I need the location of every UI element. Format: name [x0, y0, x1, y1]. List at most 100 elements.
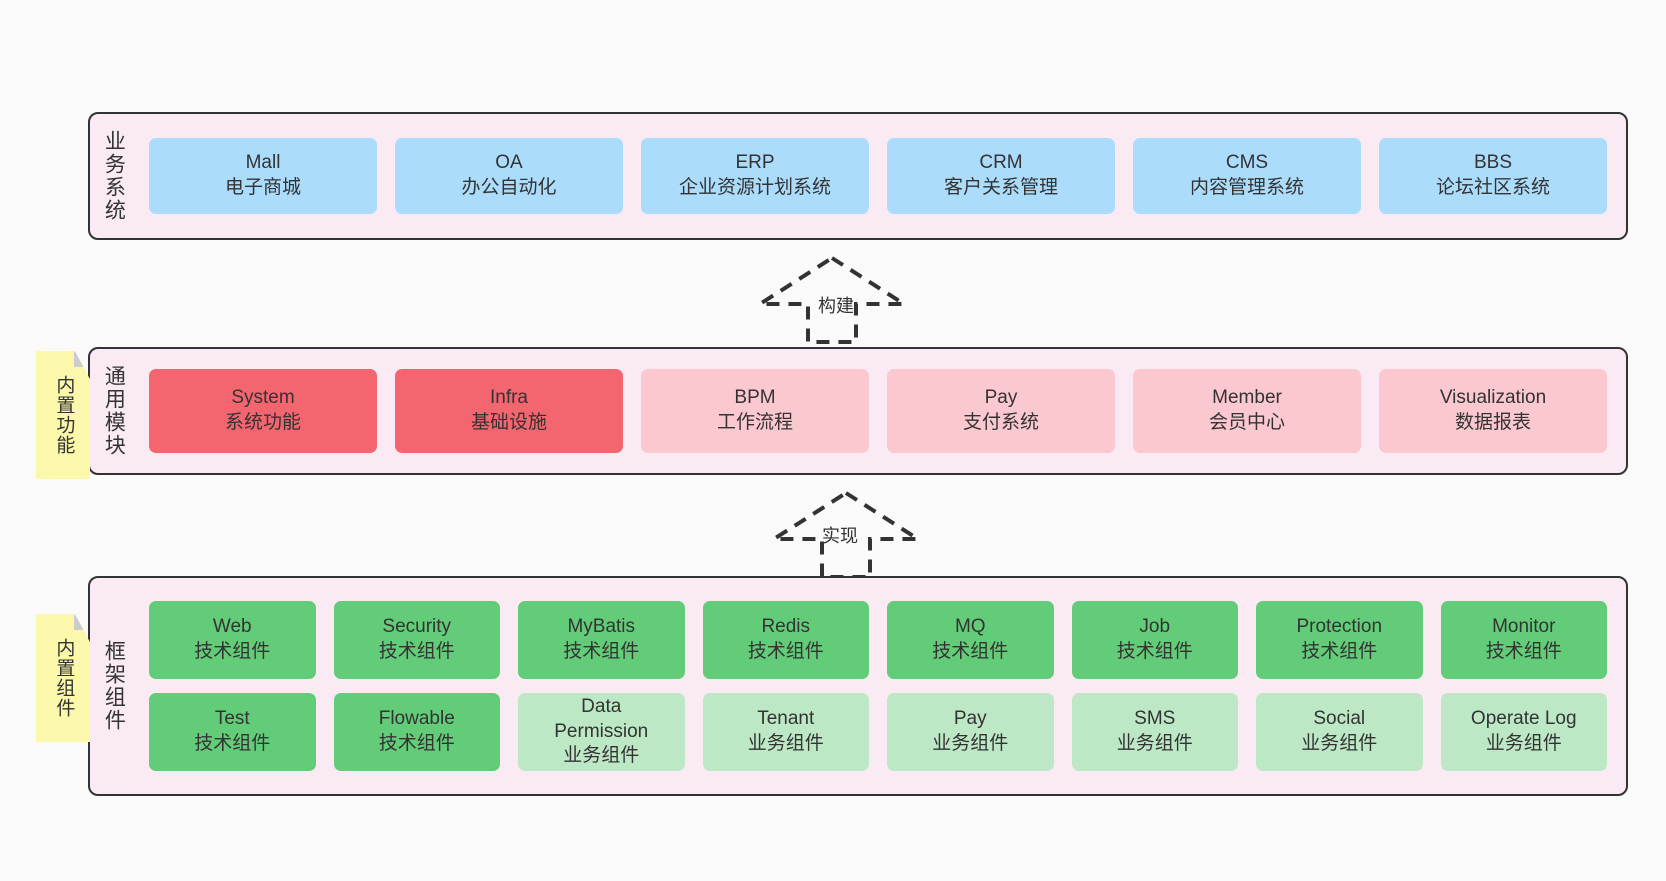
card-mq-en: MQ	[954, 616, 986, 638]
card-crm-cn: 客户关系管理	[943, 177, 1058, 198]
note-builtin-component: 内置组件	[36, 614, 90, 742]
card-web[interactable]: Web 技术组件	[149, 601, 316, 679]
layer-business-title: 业务系统	[102, 130, 126, 222]
arrow-implement-label: 实现	[822, 526, 858, 546]
card-visualization[interactable]: Visualization 数据报表	[1379, 369, 1607, 453]
card-system-cn: 系统功能	[224, 412, 301, 433]
card-infra[interactable]: Infra 基础设施	[395, 369, 623, 453]
card-bbs-cn: 论坛社区系统	[1435, 177, 1550, 198]
card-social-en: Social	[1313, 708, 1366, 730]
arrow-implement	[766, 487, 926, 582]
card-security[interactable]: Security 技术组件	[333, 601, 500, 679]
card-member-en: Member	[1212, 387, 1282, 409]
card-tenant[interactable]: Tenant 业务组件	[702, 693, 869, 771]
card-pay-module-en: Pay	[984, 387, 1018, 409]
card-redis-cn: 技术组件	[747, 641, 824, 662]
card-mybatis[interactable]: MyBatis 技术组件	[518, 601, 685, 679]
card-mq[interactable]: MQ 技术组件	[887, 601, 1054, 679]
card-bbs[interactable]: BBS 论坛社区系统	[1379, 138, 1607, 214]
card-test-en: Test	[214, 708, 250, 730]
card-oa[interactable]: OA 办公自动化	[395, 138, 623, 214]
card-data-permission-en: Data	[581, 695, 622, 717]
card-mall[interactable]: Mall 电子商城	[149, 138, 377, 214]
card-social[interactable]: Social 业务组件	[1256, 693, 1423, 771]
card-crm[interactable]: CRM 客户关系管理	[887, 138, 1115, 214]
card-visualization-en: Visualization	[1439, 387, 1547, 409]
card-job-cn: 技术组件	[1116, 641, 1193, 662]
card-cms-en: CMS	[1225, 152, 1269, 174]
card-data-permission[interactable]: Data Permission 业务组件	[518, 693, 685, 771]
card-operate-log[interactable]: Operate Log 业务组件	[1440, 693, 1607, 771]
card-redis-en: Redis	[761, 616, 811, 638]
card-erp-en: ERP	[735, 152, 775, 174]
card-infra-en: Infra	[489, 387, 529, 409]
note-builtin-function-text: 内置功能	[53, 375, 75, 455]
card-mybatis-en: MyBatis	[567, 616, 636, 638]
card-erp[interactable]: ERP 企业资源计划系统	[641, 138, 869, 214]
card-member-cn: 会员中心	[1208, 412, 1285, 433]
card-web-cn: 技术组件	[194, 641, 271, 662]
card-protection-cn: 技术组件	[1301, 641, 1378, 662]
card-infra-cn: 基础设施	[470, 412, 547, 433]
layer-framework-cards: Web 技术组件 Security 技术组件 MyBatis 技术组件 Redi…	[136, 578, 1626, 794]
note-builtin-function: 内置功能	[36, 351, 90, 479]
card-web-en: Web	[212, 616, 252, 638]
card-pay-component[interactable]: Pay 业务组件	[887, 693, 1054, 771]
card-data-permission-cn: 业务组件	[563, 745, 640, 767]
card-member[interactable]: Member 会员中心	[1133, 369, 1361, 453]
card-monitor-cn: 技术组件	[1485, 641, 1562, 662]
card-pay-component-en: Pay	[953, 708, 987, 730]
arrow-build-icon	[753, 255, 911, 344]
card-bbs-en: BBS	[1473, 152, 1513, 174]
layer-common-modules: 通用模块 System 系统功能 Infra 基础设施 BPM 工作流程 Pay…	[88, 347, 1628, 475]
card-flowable-cn: 技术组件	[378, 733, 455, 754]
card-job[interactable]: Job 技术组件	[1071, 601, 1238, 679]
layer-business-cards: Mall 电子商城 OA 办公自动化 ERP 企业资源计划系统 CRM 客户关系…	[136, 114, 1626, 238]
framework-row-business: Test 技术组件 Flowable 技术组件 Data Permission …	[140, 693, 1616, 771]
card-sms[interactable]: SMS 业务组件	[1071, 693, 1238, 771]
card-operate-log-cn: 业务组件	[1485, 733, 1562, 754]
card-mybatis-cn: 技术组件	[563, 641, 640, 662]
card-crm-en: CRM	[979, 152, 1023, 174]
card-cms[interactable]: CMS 内容管理系统	[1133, 138, 1361, 214]
card-oa-cn: 办公自动化	[461, 177, 557, 198]
card-bpm-cn: 工作流程	[716, 412, 793, 433]
card-tenant-en: Tenant	[757, 708, 815, 730]
card-monitor[interactable]: Monitor 技术组件	[1440, 601, 1607, 679]
card-sms-en: SMS	[1134, 708, 1176, 730]
card-oa-en: OA	[495, 152, 523, 174]
card-protection[interactable]: Protection 技术组件	[1256, 601, 1423, 679]
layer-modules-cards: System 系统功能 Infra 基础设施 BPM 工作流程 Pay 支付系统…	[136, 349, 1626, 473]
card-mall-en: Mall	[245, 152, 281, 174]
arrow-implement-icon	[767, 490, 925, 579]
card-test[interactable]: Test 技术组件	[149, 693, 316, 771]
card-flowable-en: Flowable	[378, 708, 455, 730]
card-mall-cn: 电子商城	[224, 177, 301, 198]
card-monitor-en: Monitor	[1492, 616, 1556, 638]
card-system-en: System	[231, 387, 295, 409]
card-security-en: Security	[382, 616, 452, 638]
card-data-permission-en2: Permission	[554, 720, 649, 742]
card-system[interactable]: System 系统功能	[149, 369, 377, 453]
card-pay-module-cn: 支付系统	[962, 412, 1039, 433]
arrow-build	[752, 252, 912, 347]
card-redis[interactable]: Redis 技术组件	[702, 601, 869, 679]
card-protection-en: Protection	[1296, 616, 1383, 638]
card-pay-module[interactable]: Pay 支付系统	[887, 369, 1115, 453]
layer-framework-title: 框架组件	[102, 640, 126, 732]
note-builtin-component-text: 内置组件	[53, 638, 75, 718]
card-flowable[interactable]: Flowable 技术组件	[333, 693, 500, 771]
arrow-build-label: 构建	[818, 296, 854, 316]
layer-business-systems: 业务系统 Mall 电子商城 OA 办公自动化 ERP 企业资源计划系统 CRM…	[88, 112, 1628, 240]
card-bpm[interactable]: BPM 工作流程	[641, 369, 869, 453]
card-sms-cn: 业务组件	[1116, 733, 1193, 754]
card-tenant-cn: 业务组件	[747, 733, 824, 754]
card-social-cn: 业务组件	[1301, 733, 1378, 754]
card-visualization-cn: 数据报表	[1454, 412, 1531, 433]
card-test-cn: 技术组件	[194, 733, 271, 754]
card-mq-cn: 技术组件	[932, 641, 1009, 662]
card-cms-cn: 内容管理系统	[1189, 177, 1304, 198]
card-pay-component-cn: 业务组件	[932, 733, 1009, 754]
card-job-en: Job	[1139, 616, 1171, 638]
